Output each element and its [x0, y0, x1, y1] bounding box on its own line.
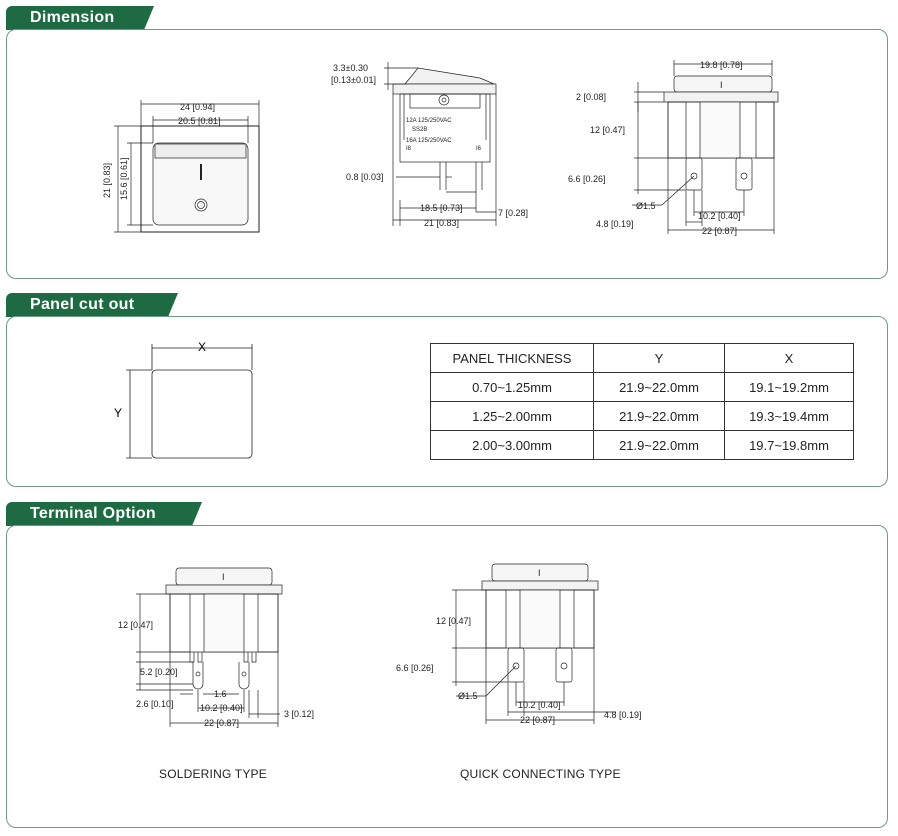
section-tab-terminal-option: Terminal Option [6, 502, 202, 526]
front-width-outer: 24 [0.94] [180, 102, 215, 112]
table-header-row: PANEL THICKNESS Y X [430, 343, 854, 373]
table-row: 1.25~2.00mm 21.9~22.0mm 19.3~19.4mm [430, 401, 854, 431]
side-pin: 0.8 [0.03] [346, 172, 384, 182]
side-total: 21 [0.83] [424, 218, 459, 228]
quick-term: 6.6 [0.26] [396, 663, 434, 673]
table-cell: 2.00~3.00mm [430, 430, 594, 460]
side-top-2: [0.13±0.01] [331, 75, 376, 85]
table-cell: 19.3~19.4mm [724, 401, 854, 431]
table-cell: 21.9~22.0mm [593, 372, 725, 402]
side-mark-5: I6 [476, 146, 482, 152]
table-cell: 19.1~19.2mm [724, 372, 854, 402]
front-view [114, 100, 260, 233]
quick-caption: QUICK CONNECTING TYPE [460, 767, 621, 781]
side-mark-2: SS2B [412, 127, 427, 133]
soldering-b: 2.6 [0.10] [136, 699, 174, 709]
cutout-x-label: X [198, 340, 206, 354]
rear-top: 19.8 [0.78] [700, 60, 743, 70]
quick-connect-view [452, 563, 616, 724]
table-header: Y [593, 343, 725, 373]
table-cell: 1.25~2.00mm [430, 401, 594, 431]
side-span: 18.5 [0.73] [420, 203, 463, 213]
dimension-drawings: 24 [0.94] 20.5 [0.81] 21 [0.83] 15.6 [0.… [102, 60, 779, 236]
soldering-mark: I [222, 572, 225, 582]
soldering-d: 3 [0.12] [284, 709, 314, 719]
table-header: PANEL THICKNESS [430, 343, 594, 373]
side-view [384, 62, 497, 226]
rear-term: 6.6 [0.26] [568, 174, 606, 184]
table-cell: 21.9~22.0mm [593, 430, 725, 460]
quick-hole: Ø1.5 [458, 691, 478, 701]
side-mark-1: 12A 125/250VAC [406, 118, 452, 124]
side-top-1: 3.3±0.30 [333, 63, 368, 73]
table-cell: 19.7~19.8mm [724, 430, 854, 460]
rear-hole: Ø1.5 [636, 201, 656, 211]
quick-tab: 4.8 [0.19] [604, 710, 642, 720]
panel-thickness-table: PANEL THICKNESS Y X 0.70~1.25mm 21.9~22.… [430, 343, 854, 460]
table-header: X [724, 343, 854, 373]
table-cell: 0.70~1.25mm [430, 372, 594, 402]
terminal-drawings: I 12 [0.47] 5.2 [0.20] 2.6 [0.10] 1.6 10… [118, 563, 642, 728]
soldering-pitch: 10.2 [0.40] [200, 703, 243, 713]
rear-mark: I [720, 80, 723, 90]
quick-body: 12 [0.47] [436, 616, 471, 626]
rear-view [632, 60, 779, 234]
soldering-view [136, 567, 283, 727]
section-title: Dimension [30, 9, 115, 26]
section-tab-dimension: Dimension [6, 6, 154, 30]
table-cell: 21.9~22.0mm [593, 401, 725, 431]
soldering-a: 5.2 [0.20] [140, 667, 178, 677]
soldering-body: 12 [0.47] [118, 620, 153, 630]
rear-pitch: 10.2 [0.40] [698, 211, 741, 221]
quick-pitch: 10.2 [0.40] [518, 700, 561, 710]
cutout-drawing: X Y [114, 340, 253, 459]
quick-total: 22 [0.87] [520, 715, 555, 725]
section-title: Terminal Option [30, 505, 156, 522]
quick-mark: I [538, 568, 541, 578]
side-mark-3: 16A 125/250VAC [406, 138, 452, 144]
front-height-outer: 21 [0.83] [102, 163, 112, 198]
side-offset: 7 [0.28] [498, 208, 528, 218]
rear-tab: 4.8 [0.19] [596, 219, 634, 229]
section-title: Panel cut out [30, 296, 135, 313]
rear-total: 22 [0.87] [702, 226, 737, 236]
section-tab-panel-cutout: Panel cut out [6, 293, 178, 317]
table-row: 0.70~1.25mm 21.9~22.0mm 19.1~19.2mm [430, 372, 854, 402]
front-height-inner: 15.6 [0.61] [119, 157, 129, 200]
soldering-caption: SOLDERING TYPE [159, 767, 267, 781]
side-mark-4: I8 [406, 146, 412, 152]
rear-cap: 2 [0.08] [576, 92, 606, 102]
rear-body: 12 [0.47] [590, 125, 625, 135]
front-width-inner: 20.5 [0.81] [178, 116, 221, 126]
table-row: 2.00~3.00mm 21.9~22.0mm 19.7~19.8mm [430, 430, 854, 460]
soldering-total: 22 [0.87] [204, 718, 239, 728]
terminal-option-panel [6, 525, 888, 828]
soldering-c: 1.6 [214, 689, 227, 699]
cutout-y-label: Y [114, 406, 122, 420]
